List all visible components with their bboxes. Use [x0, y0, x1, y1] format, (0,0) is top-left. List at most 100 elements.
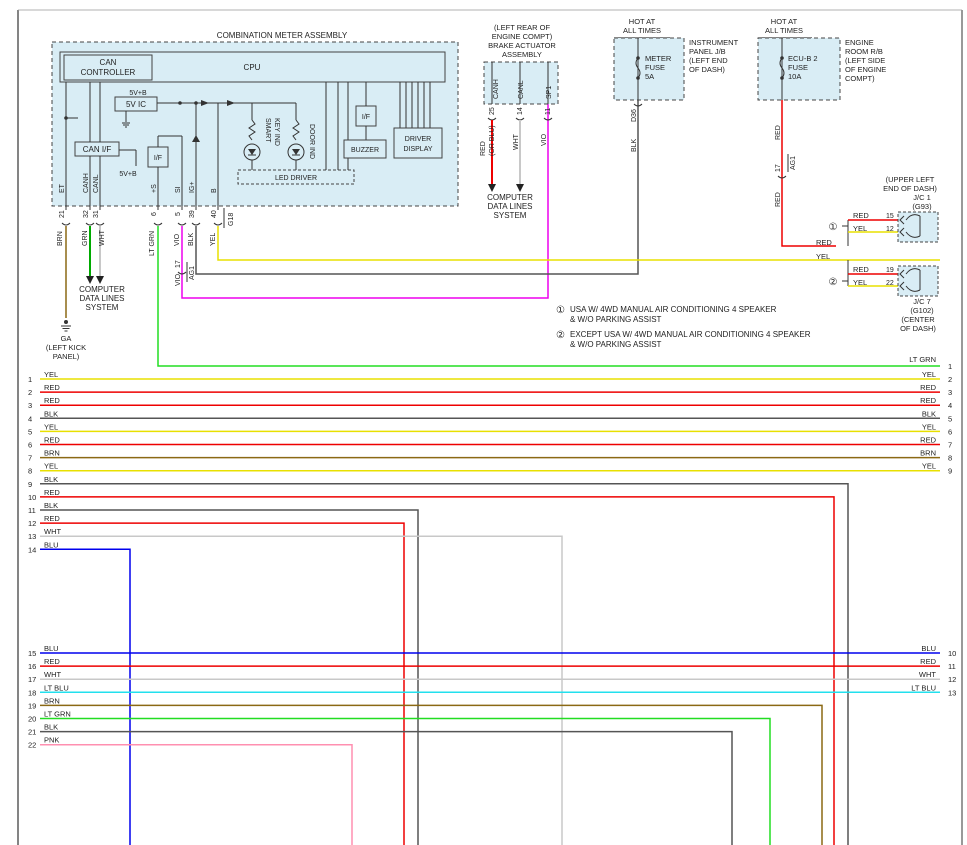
bus-wire-label: BRN	[44, 449, 60, 458]
svg-text:COMPUTER: COMPUTER	[487, 193, 533, 202]
diode-icon	[201, 100, 209, 106]
door-ind-led	[287, 119, 305, 170]
combo-meter-pins: 21 32 31 6 5 39 40 G18	[59, 208, 235, 228]
bus-wire-label: YEL	[44, 370, 58, 379]
svg-text:15: 15	[886, 213, 894, 220]
svg-text:40: 40	[211, 210, 218, 218]
can-if-5v: 5V+B	[119, 171, 137, 178]
bus-wire-label: PNK	[44, 736, 59, 745]
svg-text:BRAKE ACTUATOR: BRAKE ACTUATOR	[488, 41, 556, 50]
meter-fuse-conn: D36	[631, 109, 638, 122]
bus-left-num: 5	[28, 427, 32, 436]
svg-text:RED: RED	[853, 265, 869, 274]
vio-conn-ag1: AG1	[189, 266, 196, 280]
bus-right-num: 4	[948, 401, 952, 410]
bus-right-num: 2	[948, 375, 952, 384]
brake-wire-red: RED	[480, 141, 487, 156]
meter-fuse-jb: HOT AT ALL TIMES METER FUSE 5A INSTRUMEN…	[613, 17, 739, 152]
bus-wire-label: BLK	[44, 475, 58, 484]
bus-right-num: 8	[948, 454, 952, 463]
svg-text:14: 14	[517, 107, 524, 115]
bus-wire-label: RED	[920, 657, 936, 666]
svg-text:J/C 7: J/C 7	[913, 297, 931, 306]
bus-wire-label: RED	[44, 488, 60, 497]
bus-wire-label: RED	[44, 514, 60, 523]
if-buzzer-label: I/F	[362, 114, 370, 121]
bus-wire-label: LT BLU	[911, 683, 936, 692]
bus-wire-label: YEL	[44, 462, 58, 471]
smart-key-ind-led	[243, 119, 261, 170]
brake-wire-vio: VIO	[541, 133, 548, 146]
bus-left-num: 20	[28, 715, 36, 724]
ecub2-fuse-name: ECU-B 2	[788, 54, 818, 63]
if-label: I/F	[154, 155, 162, 162]
svg-text:CANL: CANL	[518, 80, 525, 99]
fuse-icon	[779, 57, 785, 79]
svg-text:(LEFT REAR OF: (LEFT REAR OF	[494, 23, 551, 32]
diode-icon	[227, 100, 235, 106]
svg-text:RED: RED	[853, 211, 869, 220]
can-if: CAN I/F	[83, 145, 112, 154]
bus-right-label: LT GRN	[909, 355, 936, 364]
junction-connector-jc7: ② RED YEL 19 22 J/C 7 (G102) (CENTER OF …	[829, 260, 939, 333]
bus-wire-label: WHT	[919, 670, 936, 679]
bus-right-num: 9	[948, 467, 952, 476]
vio-pin-17: 17	[175, 260, 182, 268]
buzzer-box	[343, 139, 387, 159]
svg-text:(G102): (G102)	[910, 306, 934, 315]
bus-wire-label: RED	[920, 436, 936, 445]
ecub2-fuse-rb: HOT AT ALL TIMES ECU-B 2 FUSE 10A ENGINE…	[757, 17, 886, 247]
bus-wire-label: BLK	[44, 723, 58, 732]
svg-text:END OF DASH): END OF DASH)	[883, 184, 937, 193]
wire-brn-label: BRN	[57, 231, 64, 246]
svg-text:(LEFT END: (LEFT END	[689, 56, 728, 65]
svg-text:21: 21	[59, 210, 66, 218]
svg-text:YEL: YEL	[853, 278, 867, 287]
note-2-line2: & W/O PARKING ASSIST	[570, 340, 662, 349]
svg-text:OF DASH): OF DASH)	[900, 324, 936, 333]
bus-wire-label: BLK	[44, 501, 58, 510]
meter-fuse-name: METER	[645, 54, 672, 63]
can-controller-line1: CAN	[100, 58, 117, 67]
svg-text:RED: RED	[775, 192, 782, 207]
svg-text:17: 17	[775, 164, 782, 172]
meter-fuse-wire: BLK	[631, 138, 638, 152]
pin-si-name: SI	[175, 186, 182, 193]
buzzer-label: BUZZER	[351, 147, 379, 154]
svg-text:INSTRUMENT: INSTRUMENT	[689, 38, 739, 47]
pin-b-name: B	[211, 188, 218, 193]
bus-left-num: 11	[28, 506, 36, 515]
bus-wire-label: BLU	[44, 644, 59, 653]
wire-yel-label: YEL	[210, 233, 217, 246]
bus-wire	[40, 704, 823, 845]
note-2-marker: ②	[556, 330, 565, 341]
svg-text:(UPPER LEFT: (UPPER LEFT	[886, 175, 935, 184]
svg-text:32: 32	[83, 210, 90, 218]
bus-wire-label: BRN	[920, 449, 936, 458]
svg-text:COMPT): COMPT)	[845, 74, 875, 83]
svg-text:HOT AT: HOT AT	[629, 17, 656, 26]
svg-text:ALL TIMES: ALL TIMES	[765, 26, 803, 35]
wire-grn-label: GRN	[82, 230, 89, 246]
svg-text:PANEL): PANEL)	[53, 352, 80, 361]
svg-text:31: 31	[93, 210, 100, 218]
svg-text:HOT AT: HOT AT	[771, 17, 798, 26]
bus-wire-label: BLK	[44, 409, 58, 418]
bus-right-num: 6	[948, 427, 952, 436]
vio-wire-label2: VIO	[175, 273, 182, 286]
bus-left-num: 1	[28, 375, 32, 384]
bus-left-num: 13	[28, 532, 36, 541]
bus-wire-label: LT BLU	[44, 683, 69, 692]
bus-wire	[40, 483, 849, 845]
bus-left-num: 19	[28, 701, 36, 710]
bus-wire	[40, 522, 405, 845]
ground-ga: GA (LEFT KICK PANEL)	[46, 320, 86, 361]
bus-wire	[40, 548, 131, 845]
driver-display-box	[393, 127, 443, 159]
bus-left-num: 10	[28, 493, 36, 502]
svg-text:SYSTEM: SYSTEM	[494, 211, 527, 220]
note-1-line1: USA W/ 4WD MANUAL AIR CONDITIONING 4 SPE…	[570, 305, 777, 314]
bus-left-num: 16	[28, 662, 36, 671]
combo-meter-wires	[65, 100, 940, 367]
